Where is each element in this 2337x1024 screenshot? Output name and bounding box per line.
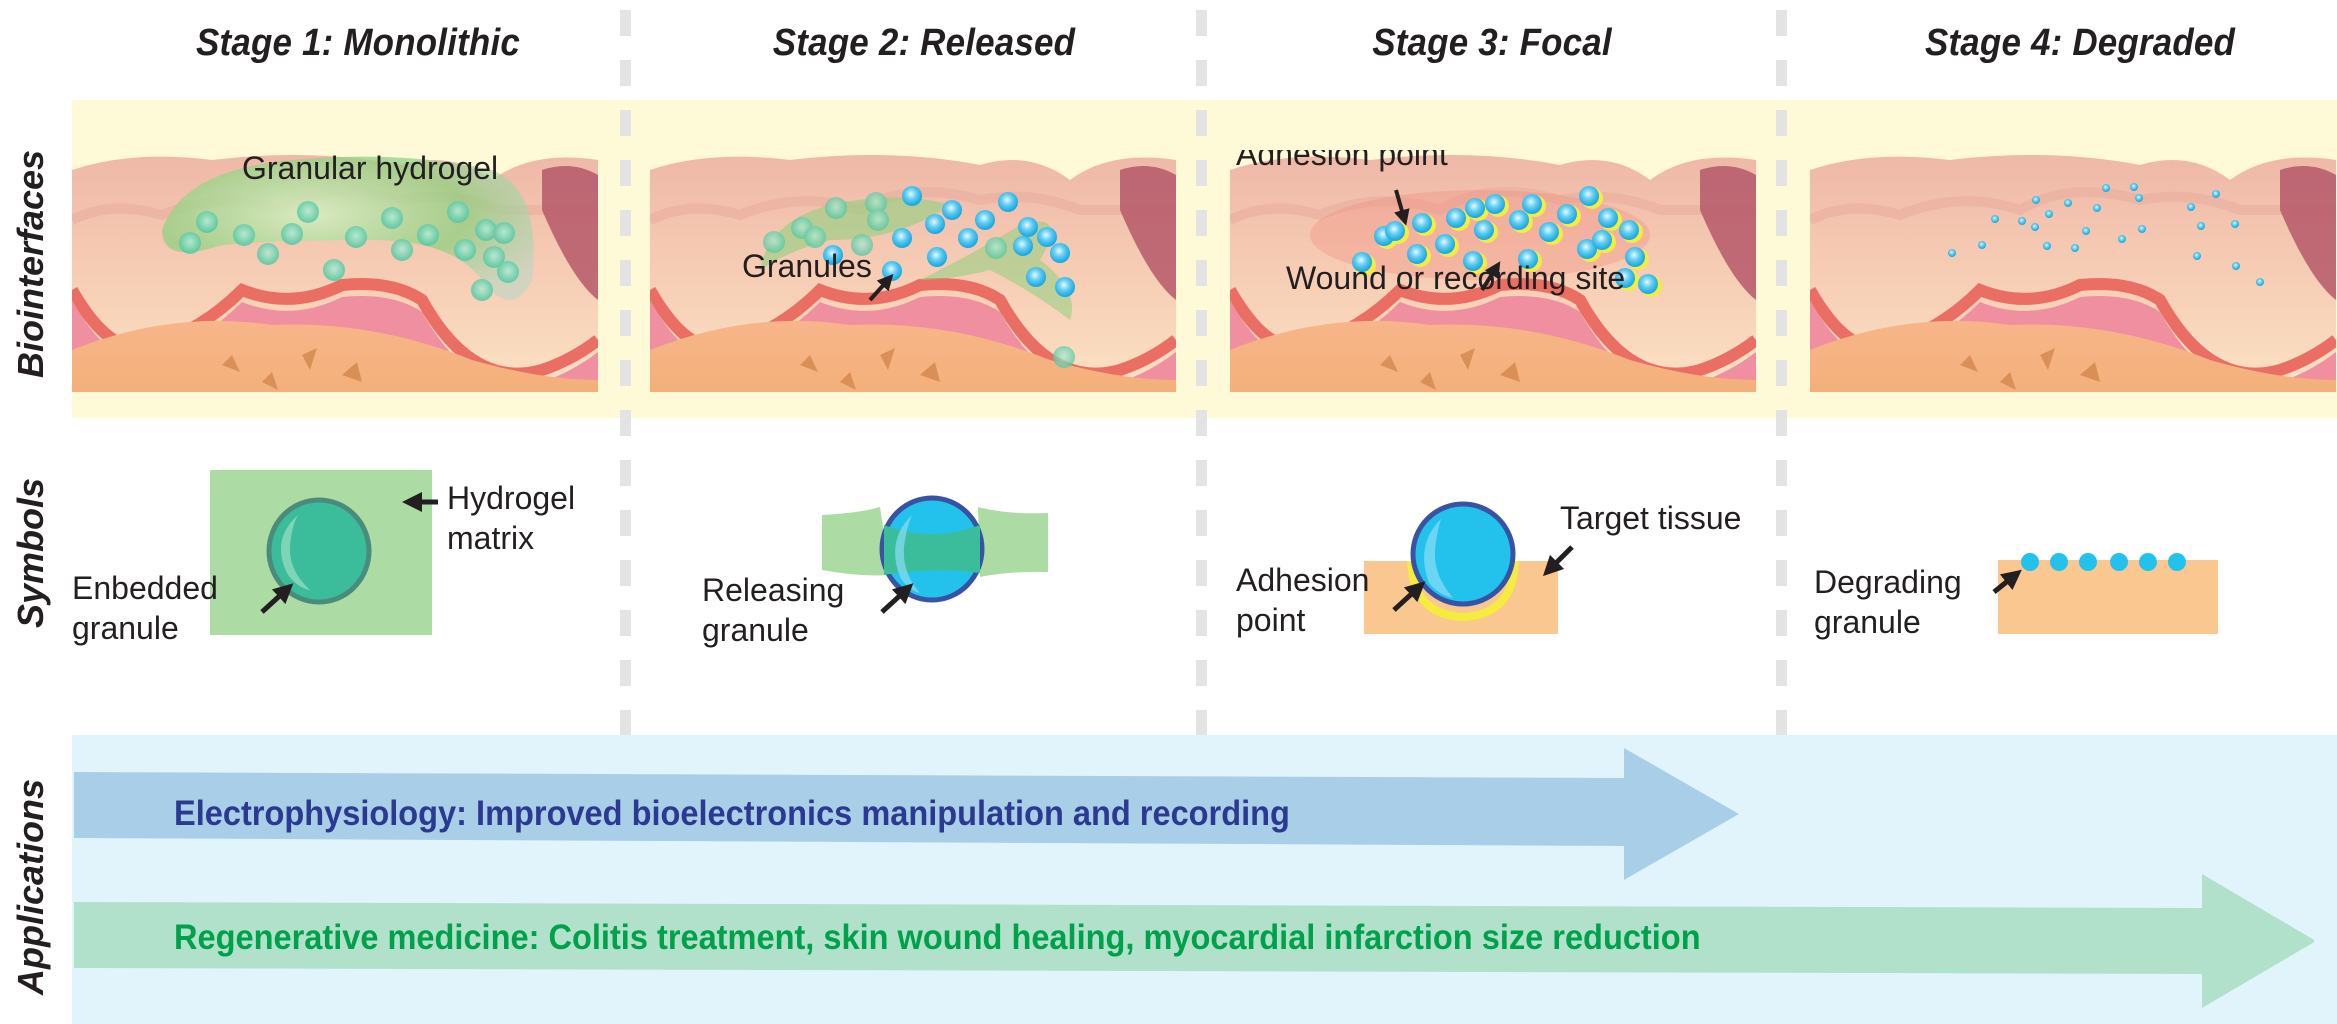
wound-site-label: Wound or recording site (1286, 260, 1626, 296)
stage-4-title: Stage 4: Degraded (1924, 22, 2236, 64)
hydrogel-blob (162, 156, 534, 300)
granules-arrow (868, 274, 894, 302)
adhesion-point-symbol-label-line1: Adhesion (1236, 562, 1370, 598)
degrading-granule-arrow (1992, 569, 2022, 594)
stage-divider (1196, 10, 1207, 735)
adhered-granules (1352, 186, 1662, 297)
degrading-granule-dots (2021, 553, 2186, 571)
row-label-biointerfaces: Biointerfaces (10, 149, 51, 378)
stage-divider (620, 10, 631, 735)
released-hydrogel-fragment (920, 221, 1072, 320)
regenerative-medicine-text: Regenerative medicine: Colitis treatment… (174, 918, 1701, 957)
embedded-granule-label-line1: Enbedded (72, 570, 218, 606)
row-label-symbols: Symbols (10, 477, 51, 628)
biointerface-stage-4 (1810, 150, 2336, 392)
biointerface-stage-1: Granular hydrogel (72, 150, 598, 392)
granule-highlight (895, 515, 920, 593)
embedded-granule-label: Enbedded granule (72, 568, 218, 648)
releasing-granule-arrow (880, 583, 914, 614)
granule-highlight (280, 515, 310, 590)
regenerative-medicine-arrow (74, 874, 2314, 1008)
target-tissue-label: Target tissue (1560, 500, 1742, 536)
adhesion-point-symbol-label-line2: point (1236, 602, 1306, 638)
symbol-stage-3 (1363, 495, 1563, 635)
stage-1-title: Stage 1: Monolithic (196, 22, 520, 64)
hydrogel-matrix-label-line2: matrix (447, 520, 535, 556)
hydrogel-fragment-left (822, 507, 890, 576)
symbol-stage-4 (1993, 548, 2218, 638)
target-tissue-block (1998, 560, 2218, 634)
granular-hydrogel-label: Granular hydrogel (242, 150, 499, 186)
embedded-granule-arrow (260, 583, 294, 614)
adhesion-point-arrow (1394, 189, 1410, 226)
granules-label: Granules (742, 248, 872, 284)
degrading-granules (1948, 183, 2264, 286)
green-granules (763, 192, 1075, 368)
row-label-applications: Applications (10, 778, 51, 995)
adhesion-point-symbol-label: Adhesion point (1236, 560, 1369, 640)
degrading-granule-label: Degrading granule (1814, 562, 1962, 642)
adhesion-point-symbol-arrow (1392, 581, 1426, 612)
releasing-granule-label-line2: granule (702, 612, 809, 648)
released-hydrogel-fragment (760, 197, 950, 270)
adhesion-point-label: Adhesion point (1236, 150, 1448, 172)
blue-granules (823, 186, 1075, 297)
releasing-granule-label: Releasing granule (702, 570, 844, 650)
target-tissue-arrow (1542, 545, 1574, 577)
electrophysiology-text: Electrophysiology: Improved bioelectroni… (174, 794, 1290, 833)
stage-2-title: Stage 2: Released (772, 22, 1076, 64)
symbol-stage-2 (820, 495, 1050, 607)
granule-highlight (1424, 519, 1453, 598)
symbol-stage-1 (210, 470, 432, 635)
hydrogel-fragment-right (978, 507, 1048, 577)
biointerface-stage-2: Granules (650, 150, 1176, 392)
hydrogel-matrix-label-line1: Hydrogel (447, 480, 576, 516)
releasing-granule-band (884, 525, 980, 575)
hydrogel-matrix-arrow (402, 492, 438, 512)
embedded-granules (179, 201, 519, 301)
degrading-granule-label-line2: granule (1814, 604, 1921, 640)
wound-site-arrow (1480, 261, 1501, 292)
stage-3-title: Stage 3: Focal (1372, 22, 1612, 64)
releasing-granule-label-line1: Releasing (702, 572, 845, 608)
degrading-granule-label-line1: Degrading (1814, 564, 1962, 600)
stage-divider (1776, 10, 1787, 735)
hydrogel-matrix-label: Hydrogel matrix (447, 478, 575, 558)
embedded-granule-label-line2: granule (72, 610, 179, 646)
biointerface-stage-3: Adhesion point Wound or recording site (1230, 150, 1756, 392)
electrophysiology-arrow (74, 748, 1739, 880)
